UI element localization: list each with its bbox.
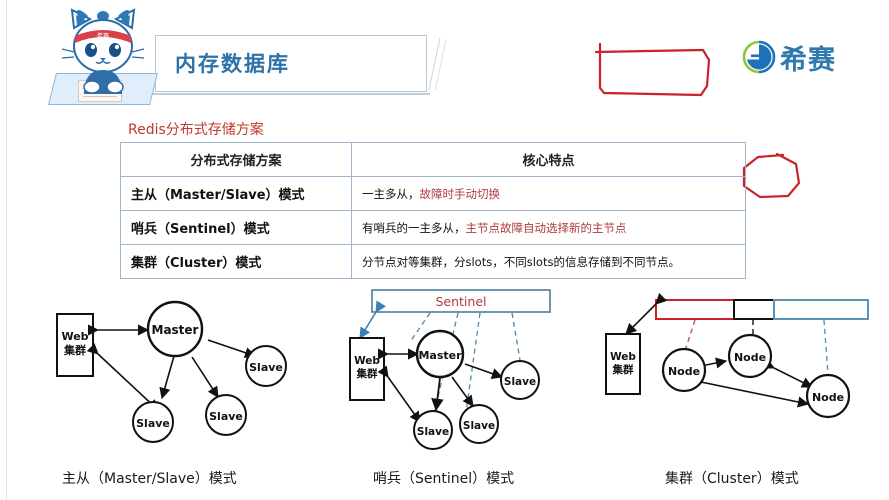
diagram-caption-cluster: 集群（Cluster）模式: [665, 471, 799, 487]
node-master-label-1: Master: [152, 323, 199, 337]
diagram-row: Web 集群 Master Slave Slave Slave Sentinel: [0, 282, 889, 500]
diagram-caption-sentinel: 哨兵（Sentinel）模式: [373, 471, 515, 487]
page-title: 内存数据库: [175, 52, 290, 76]
slot-segment-red: [655, 299, 735, 320]
node-slave-label-1b: Slave: [136, 417, 170, 430]
edge-master-slave-mid: [191, 356, 219, 398]
slide-header: 内存数据库 希赛: [0, 0, 889, 110]
edge-master-slave-left-2: [431, 377, 444, 412]
node-slave-2b: [413, 410, 453, 450]
row-scheme-sentinel: 哨兵（Sentinel）模式: [120, 210, 352, 245]
diagram-sentinel: Sentinel Web 集群 Master Slave: [349, 289, 551, 450]
web-cluster-box-3: [605, 333, 641, 395]
redis-schemes-table: 分布式存储方案 核心特点 主从（Master/Slave）模式 一主多从，故障时…: [120, 142, 746, 279]
edge-web-slotbar: [625, 292, 668, 335]
node-master-label-2: Master: [418, 349, 462, 362]
web-cluster-label-line2-2: 集群: [356, 367, 378, 380]
brand-name: 希赛: [780, 45, 836, 76]
edge-master-slave-left: [159, 355, 175, 400]
node-slave-1b: [132, 401, 174, 443]
table-header-feature: 核心特点: [351, 142, 746, 177]
row-feature-master-slave: 一主多从，故障时手动切换: [351, 176, 746, 211]
edge-master-slave-right: [207, 339, 257, 359]
title-banner-underline: [130, 93, 430, 95]
edge-node1-node3: [684, 373, 810, 408]
slot-segment-blue: [773, 299, 869, 320]
section-title: Redis分布式存储方案: [128, 122, 264, 138]
edge-web-slave-2: [377, 365, 421, 423]
edge-sentinel-web: [359, 300, 387, 339]
node-cluster-label-1: Node: [668, 365, 700, 378]
node-slave-1c: [205, 394, 247, 436]
row-feature-sentinel: 有哨兵的一主多从，主节点故障自动选择新的主节点: [351, 210, 746, 245]
slot-link-node3: [823, 319, 829, 375]
web-cluster-label-line2-3: 集群: [612, 363, 634, 376]
feature-highlight-1: 主节点故障自动选择新的主节点: [465, 220, 627, 235]
left-edge-rule: [6, 0, 7, 500]
diagram-caption-master-slave: 主从（Master/Slave）模式: [62, 471, 237, 487]
node-slave-label-1c: Slave: [209, 410, 243, 423]
node-cluster-1: [661, 347, 707, 393]
diagram-cluster: Web 集群 Node Node Node: [605, 292, 869, 419]
slot-segment-black: [733, 299, 775, 320]
feature-plain-1: 有哨兵的一主多从，: [362, 220, 466, 235]
node-master-2: [415, 329, 465, 379]
edge-master-slave-mid-2: [451, 376, 474, 407]
sentinel-link-master: [409, 312, 431, 343]
web-cluster-label-line1-2: Web: [354, 355, 380, 367]
mascot-headband-text: 希赛: [97, 32, 109, 40]
feature-plain-2: 分节点对等集群，分slots，不同slots的信息存储到不同节点。: [362, 254, 680, 269]
diagram-master-slave: Web 集群 Master Slave Slave Slave: [56, 300, 287, 443]
row-feature-cluster: 分节点对等集群，分slots，不同slots的信息存储到不同节点。: [351, 244, 746, 279]
brand-logo: 希赛: [742, 38, 872, 78]
feature-plain-0: 一主多从，: [362, 186, 420, 201]
cat-mascot-icon: 希赛: [52, 2, 154, 94]
node-cluster-label-2: Node: [734, 351, 766, 364]
edge-node2-node3: [762, 358, 814, 388]
node-cluster-label-3: Node: [812, 391, 844, 404]
web-cluster-label-line2-1: 集群: [63, 343, 86, 357]
sentinel-label: Sentinel: [435, 294, 486, 309]
row-scheme-master-slave: 主从（Master/Slave）模式: [120, 176, 352, 211]
table-header-scheme: 分布式存储方案: [120, 142, 352, 177]
node-slave-2a: [500, 360, 540, 400]
node-slave-label-1a: Slave: [249, 361, 283, 374]
node-slave-label-2a: Slave: [504, 376, 536, 388]
web-cluster-label-line1-1: Web: [61, 330, 88, 343]
edge-node1-node2: [695, 357, 728, 373]
node-slave-label-2b: Slave: [417, 426, 449, 438]
node-slave-1a: [245, 345, 287, 387]
node-cluster-2: [727, 333, 773, 379]
web-cluster-label-line1-3: Web: [610, 351, 636, 363]
table-header-row: 分布式存储方案 核心特点: [120, 142, 746, 177]
node-slave-2c: [459, 404, 499, 444]
node-cluster-3: [805, 373, 851, 419]
feature-highlight-0: 故障时手动切换: [419, 186, 501, 201]
sentinel-link-slave2: [465, 312, 481, 413]
row-scheme-cluster: 集群（Cluster）模式: [120, 244, 352, 279]
title-banner: [155, 35, 427, 92]
red-ellipse-annotation: [742, 152, 801, 199]
table-row: 主从（Master/Slave）模式 一主多从，故障时手动切换: [120, 176, 746, 211]
sentinel-link-slave3: [511, 312, 521, 361]
xisai-circle-icon: [742, 40, 776, 74]
node-slave-label-2c: Slave: [463, 420, 495, 432]
table-row: 集群（Cluster）模式 分节点对等集群，分slots，不同slots的信息存…: [120, 244, 746, 279]
node-master-1: [146, 300, 204, 358]
edge-web-slave1: [86, 343, 159, 411]
edge-master-slave-right-2: [464, 363, 504, 379]
table-row: 哨兵（Sentinel）模式 有哨兵的一主多从，主节点故障自动选择新的主节点: [120, 210, 746, 245]
